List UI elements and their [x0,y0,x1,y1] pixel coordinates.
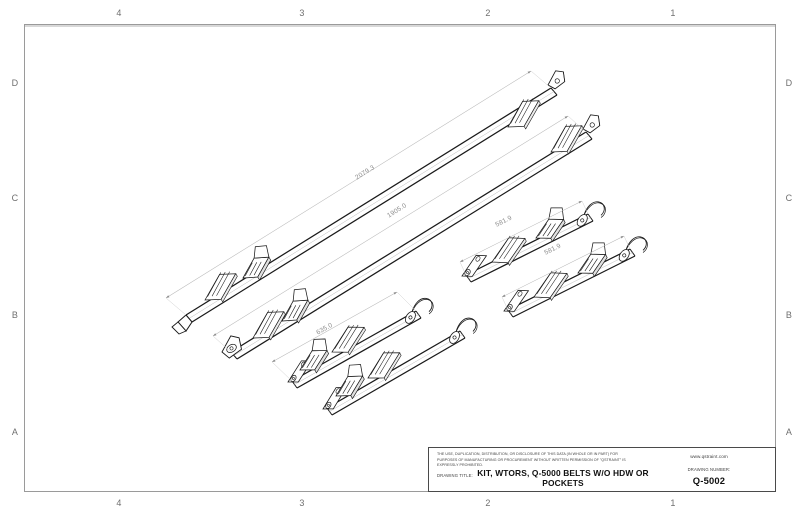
zone-label-top-4: 4 [116,8,122,18]
drawing-title-value: KIT, WTORS, Q-5000 BELTS W/O HDW OR POCK… [477,468,649,489]
belt-assembly-4 [316,314,482,416]
drawing-number-label: DRAWING NUMBER: [687,467,731,472]
title-block: THE USE, DUPLICATION, DISTRIBUTION, OR D… [428,447,776,492]
dimension-635 [271,291,417,382]
company-website: www.qstraint.com [690,454,728,459]
zone-label-top-3: 3 [299,8,305,18]
zone-label-left-c: C [11,193,19,203]
zone-label-bottom-4: 4 [116,498,122,508]
drawing-title-label: DRAWING TITLE: [437,472,473,478]
zone-label-bottom-3: 3 [299,498,305,508]
zone-label-right-d: D [785,78,793,88]
dimension-581-upper [459,200,589,276]
belt-assembly-1 [171,67,570,335]
frame-edge-highlight [25,25,775,27]
zone-label-right-c: C [785,193,793,203]
zone-label-right-a: A [785,427,793,437]
zone-label-left-d: D [11,78,19,88]
title-block-right-column: www.qstraint.com DRAWING NUMBER: Q-5002 [647,454,771,486]
title-block-left-column: THE USE, DUPLICATION, DISTRIBUTION, OR D… [437,452,635,478]
dimension-581-lower [501,235,631,311]
zone-label-left-b: B [11,310,19,320]
zone-label-bottom-2: 2 [485,498,491,508]
zone-label-top-2: 2 [485,8,491,18]
zone-label-left-a: A [11,427,19,437]
zone-label-bottom-1: 1 [670,498,676,508]
zone-label-right-b: B [785,310,793,320]
proprietary-disclaimer: THE USE, DUPLICATION, DISTRIBUTION, OR D… [437,452,626,468]
zone-label-top-1: 1 [670,8,676,18]
drawing-number-value: Q-5002 [692,474,726,486]
